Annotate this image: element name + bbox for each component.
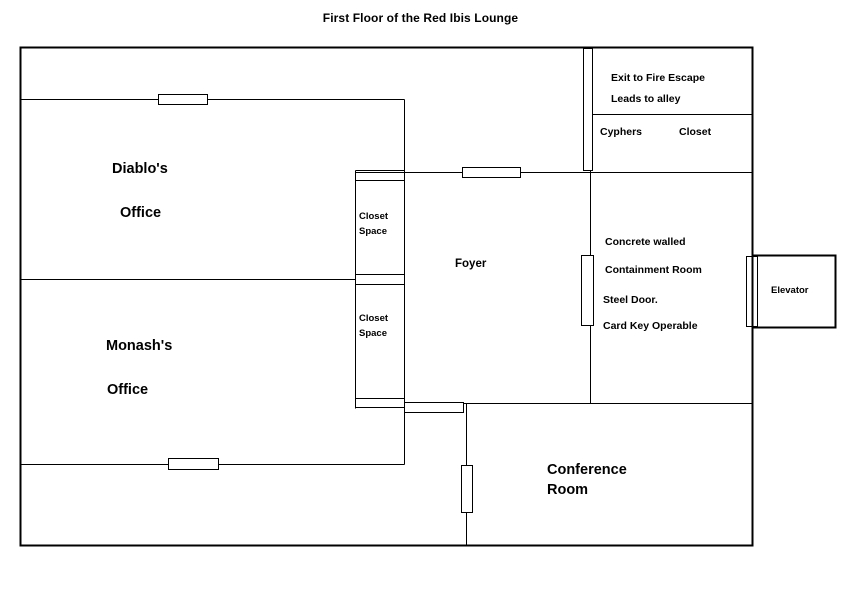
label-fire-escape-line2: Leads to alley [611, 93, 681, 105]
label-closet-space-1-line1: Closet [359, 211, 389, 222]
label-diablo-office-line2: Office [120, 205, 161, 221]
label-containment-line1: Concrete walled [605, 236, 686, 248]
window-foyer-north [461, 166, 522, 179]
label-monash-office-line2: Office [107, 382, 148, 398]
label-containment-line4: Card Key Operable [603, 320, 698, 332]
door-foyer-south [403, 401, 465, 414]
label-closet-space-2-line1: Closet [359, 313, 389, 324]
elevator-outline [751, 254, 837, 329]
label-foyer: Foyer [455, 258, 487, 270]
window-diablo-north [157, 93, 209, 106]
label-containment-line3: Steel Door. [603, 294, 658, 306]
label-closet-space-2-line2: Space [359, 328, 387, 339]
label-monash-office-line1: Monash's [106, 338, 172, 354]
label-diablo-office-line1: Diablo's [112, 161, 168, 177]
label-conference-room-line1: Conference [547, 462, 627, 478]
label-closet-space-1-line2: Space [359, 226, 387, 237]
label-containment-line2: Containment Room [605, 264, 702, 276]
door-closet-middle [354, 273, 406, 286]
door-conference-west [460, 464, 474, 514]
label-conference-room-line2: Room [547, 482, 588, 498]
label-fire-escape-line1: Exit to Fire Escape [611, 72, 705, 84]
door-containment-steel [580, 254, 595, 327]
window-monash-south [167, 457, 220, 471]
door-fire-escape [582, 47, 594, 172]
door-closet-north [354, 171, 406, 182]
label-closet: Closet [679, 126, 712, 138]
door-closet-south [354, 397, 406, 409]
label-cyphers: Cyphers [600, 126, 642, 138]
label-elevator: Elevator [771, 285, 809, 296]
page-title: First Floor of the Red Ibis Lounge [322, 11, 519, 25]
